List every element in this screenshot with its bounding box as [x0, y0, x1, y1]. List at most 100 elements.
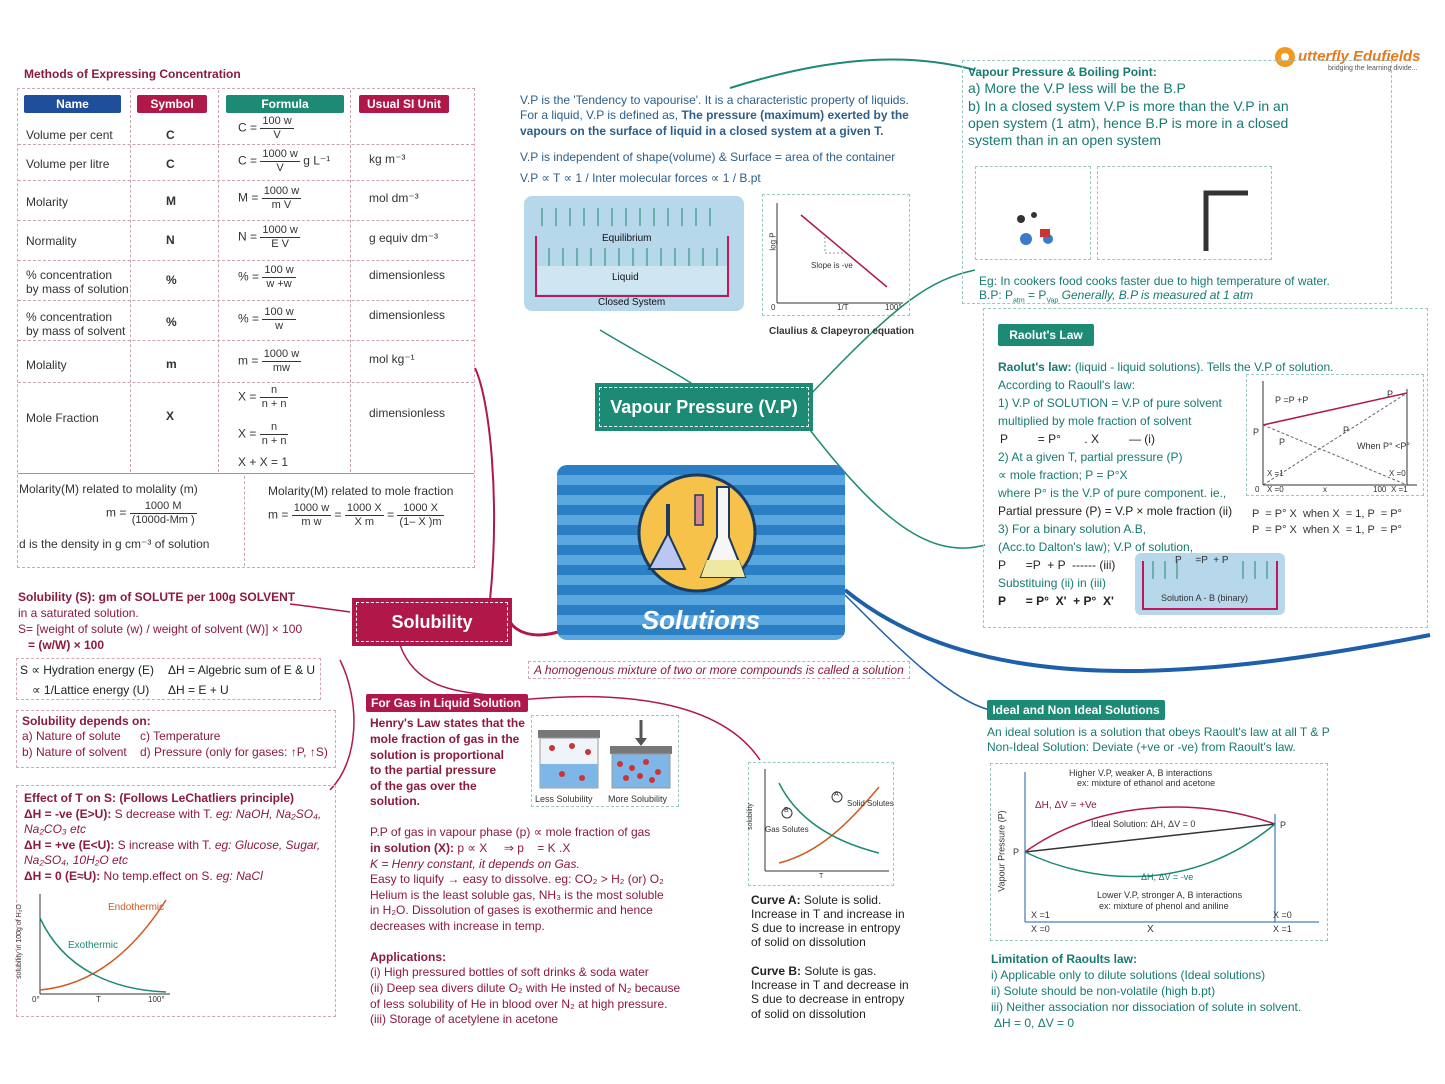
raoult-l12: P =P + P ------ (iii) — [998, 558, 1116, 572]
bp-title: Vapour Pressure & Boiling Point: — [968, 65, 1157, 79]
gas-p4: Easy to liquify → easy to dissolve. eg: … — [370, 872, 664, 886]
solubility-def-1: Solubility (S): gm of SOLUTE per 100g SO… — [18, 590, 296, 604]
graph-0-label: 0° — [32, 995, 40, 1004]
graph-xb0: X =0 — [1267, 485, 1284, 494]
effect-1: ΔH = -ve (E>U): S decrease with T. eg: N… — [24, 807, 322, 821]
header-name: Name — [24, 95, 121, 113]
graph-xa0: X =0 — [1389, 469, 1406, 478]
clausius-label: Claulius & Clapeyron equation — [769, 326, 915, 337]
depends-c: c) Temperature — [140, 729, 221, 743]
graph-t-label: T — [96, 995, 101, 1004]
concentration-table — [17, 88, 475, 568]
bp-example-2: B.P: Patm = PVap Generally, B.P is measu… — [979, 288, 1254, 305]
effect-2: Na₂CO₃ etc — [24, 822, 87, 836]
ideal-negative: ΔH, ΔV = -ve — [1141, 872, 1194, 882]
solutions-title: Solutions — [641, 605, 761, 635]
mole-fraction-sum: X + X = 1 — [238, 455, 289, 469]
logp-label: log P — [768, 232, 778, 251]
depends-b: b) Nature of solvent — [22, 745, 127, 759]
closed-system-diagram: Equilibrium Liquid Closed System — [524, 196, 744, 311]
raoult-tag: Raolut's Law — [998, 324, 1094, 346]
solute-curve-graph: A B Solid Solutes Gas Solutes solubility… — [747, 762, 894, 886]
graph-when: When P° <P° — [1357, 441, 1410, 451]
concentration-title: Methods of Expressing Concentration — [24, 67, 241, 81]
curve-b-2: Increase in T and decrease in — [751, 978, 909, 992]
solution-definition: A homogenous mixture of two or more comp… — [528, 661, 910, 679]
ideal-xb0: X =0 — [1031, 924, 1050, 934]
graph-pa: P — [1253, 427, 1260, 437]
endothermic-label: Endothermic — [108, 902, 165, 913]
bp-b1: b) In a closed system V.P is more than t… — [968, 98, 1289, 114]
raoult-l5: P = P° . X — (i) — [1000, 432, 1155, 446]
vp-title-box: Vapour Pressure (V.P) — [595, 383, 813, 431]
hydration-1: S ∝ Hydration energy (E) — [20, 663, 154, 677]
effect-box — [16, 785, 336, 1017]
curve-b-3: S due to decrease in entropy — [751, 992, 905, 1006]
graph-0: 0 — [1255, 485, 1260, 494]
depends-box — [16, 710, 336, 768]
curve-a-1: Curve A: Solute is solid. — [751, 893, 882, 907]
ideal-x: X — [1147, 924, 1154, 935]
row-name-percent-solvent: % concentration by mass of solvent — [26, 310, 126, 338]
gas-p1: P.P of gas in vapour phase (p) ∝ mole fr… — [370, 825, 651, 839]
limitation-3: iii) Neither association nor dissociatio… — [991, 1000, 1302, 1014]
row-unit: dimensionless — [369, 268, 446, 282]
gas-p7: decreases with increase in temp. — [370, 919, 545, 933]
raoult-l13: Substituing (ii) in (iii) — [998, 576, 1107, 590]
row-name-volume-per-cent: Volume per cent — [26, 128, 113, 142]
closed-system-label: Closed System — [598, 297, 666, 308]
molality-relation-title: Molarity(M) related to molality (m) — [19, 482, 198, 496]
ideal-top-2: ex: mixture of ethanol and acetone — [1077, 778, 1216, 788]
ideal-l2: Non-Ideal Solution: Deviate (+ve or -ve)… — [987, 740, 1296, 754]
curve-b-1: Curve B: Solute is gas. — [751, 964, 877, 978]
limitation-2: ii) Solute should be non-volatile (high … — [991, 984, 1216, 998]
row-symbol: M — [166, 194, 176, 208]
ideal-pb: P — [1280, 820, 1287, 830]
vp-proportionality: V.P ∝ T ∝ 1 / Inter molecular forces ∝ 1… — [520, 171, 761, 185]
gas-p2: in solution (X): p ∝ X ⇒ p = K .X — [370, 841, 571, 855]
gas-p6: in H₂O. Dissolution of gases is exotherm… — [370, 903, 653, 917]
beaker-ptotal: P =P + P — [1175, 555, 1229, 566]
henry-2: mole fraction of gas in the — [370, 732, 520, 746]
raoult-l8: where P° is the V.P of pure component. i… — [998, 486, 1227, 500]
application-4: (iii) Storage of acetylene in acetone — [370, 1012, 559, 1026]
hydration-3: ∝ 1/Lattice energy (U) — [32, 683, 150, 697]
slope-label: Slope is -ve — [811, 261, 853, 270]
ideal-l1: An ideal solution is a solution that obe… — [987, 725, 1330, 739]
raoult-l2: According to Raoull's law: — [998, 378, 1136, 392]
butterfly-icon — [1275, 47, 1295, 67]
row-symbol: % — [166, 273, 177, 287]
curve-a-marker: A — [834, 791, 839, 798]
curve-a-4: of solid on dissolution — [751, 935, 866, 949]
ideal-xa1: X =1 — [1031, 910, 1050, 920]
binary-solution-beaker: P =P + P Solution A - B (binary) — [1135, 553, 1285, 615]
raoult-l10: 3) For a binary solution A.B, — [998, 522, 1147, 536]
row-symbol: X — [166, 409, 175, 423]
effect-4: Na₂SO₄, 10H₂O etc — [24, 853, 128, 867]
hydration-box — [16, 658, 321, 700]
raoult-l4: multiplied by mole fraction of solvent — [998, 414, 1192, 428]
more-solubility-label: More Solubility — [608, 794, 668, 804]
clausius-graph: log P Slope is -ve 0 1/T 100° — [762, 194, 910, 316]
density-note: d is the density in g cm⁻³ of solution — [19, 537, 210, 551]
curve-b-4: of solid on dissolution — [751, 1007, 866, 1021]
solute-t-label: T — [819, 873, 824, 880]
open-system-illustration — [975, 166, 1091, 260]
equilibrium-label: Equilibrium — [602, 233, 652, 244]
ideal-top-1: Higher V.P, weaker A, B interactions — [1069, 768, 1213, 778]
depends-d: d) Pressure (only for gases: ↑P, ↑S) — [140, 745, 328, 759]
gas-p3: K = Henry constant, it depends on Gas. — [370, 857, 580, 871]
raoult-l1: Raolut's law: (liquid - liquid solutions… — [998, 360, 1334, 374]
vp-independence: V.P is independent of shape(volume) & Su… — [520, 150, 896, 164]
effect-3: ΔH = +ve (E<U): S increase with T. eg: G… — [24, 838, 321, 852]
henry-6: solution. — [370, 794, 420, 808]
row-name-percent-solution: % concentration by mass of solution — [26, 268, 129, 296]
molality-relation-formula: m = 1000 M(1000d-Mm ) — [106, 500, 197, 526]
